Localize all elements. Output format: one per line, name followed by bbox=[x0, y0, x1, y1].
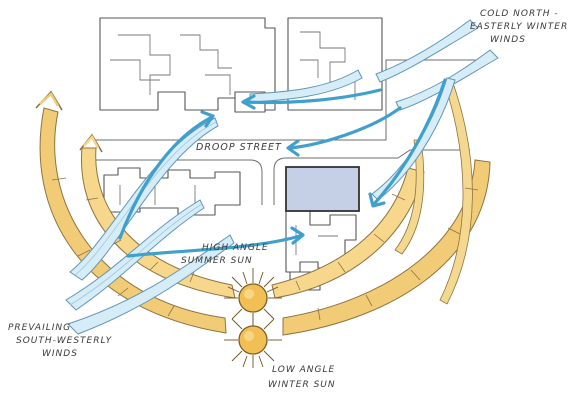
droop-street-label: DROOP STREET bbox=[196, 142, 282, 153]
ne-wind-arrow-droop bbox=[288, 106, 402, 150]
svg-text:EASTERLY WINTER: EASTERLY WINTER bbox=[470, 22, 568, 32]
low-winter-sun-icon bbox=[224, 313, 282, 368]
sun-arc-strip-2 bbox=[439, 79, 473, 305]
svg-text:HIGH ANGLE: HIGH ANGLE bbox=[202, 243, 269, 253]
sun-arrow-heads bbox=[35, 90, 103, 153]
svg-text:LOW ANGLE: LOW ANGLE bbox=[272, 365, 335, 375]
prevailing-winds-label: PREVAILING SOUTH-WESTERLY WINDS bbox=[8, 323, 113, 359]
sun-arc-strip-1 bbox=[394, 139, 425, 255]
low-sun-label: LOW ANGLE WINTER SUN bbox=[268, 365, 336, 390]
cold-winds-label: COLD NORTH - EASTERLY WINTER WINDS bbox=[470, 9, 568, 45]
wind-arrows bbox=[118, 78, 447, 258]
svg-text:WINDS: WINDS bbox=[490, 35, 526, 45]
north-easterly-wind-ribbons bbox=[249, 19, 499, 201]
ne-wind-arrow-site bbox=[372, 78, 447, 206]
sw-wind-arrow-upper bbox=[118, 116, 212, 240]
high-sun-label: HIGH ANGLE SUMMER SUN bbox=[181, 243, 269, 266]
winter-sun-arc-right bbox=[282, 159, 491, 336]
sw-wind-arrow-lower bbox=[126, 234, 302, 258]
svg-text:SOUTH-WESTERLY: SOUTH-WESTERLY bbox=[16, 336, 113, 346]
svg-text:SUMMER SUN: SUMMER SUN bbox=[181, 256, 253, 266]
svg-text:PREVAILING: PREVAILING bbox=[8, 323, 71, 333]
svg-text:WINTER SUN: WINTER SUN bbox=[268, 380, 336, 390]
svg-text:WINDS: WINDS bbox=[42, 349, 78, 359]
winter-sun-arc-left bbox=[39, 107, 227, 334]
site-building bbox=[285, 166, 360, 212]
ne-wind-arrow-street bbox=[243, 88, 382, 105]
svg-text:COLD NORTH -: COLD NORTH - bbox=[480, 9, 559, 19]
